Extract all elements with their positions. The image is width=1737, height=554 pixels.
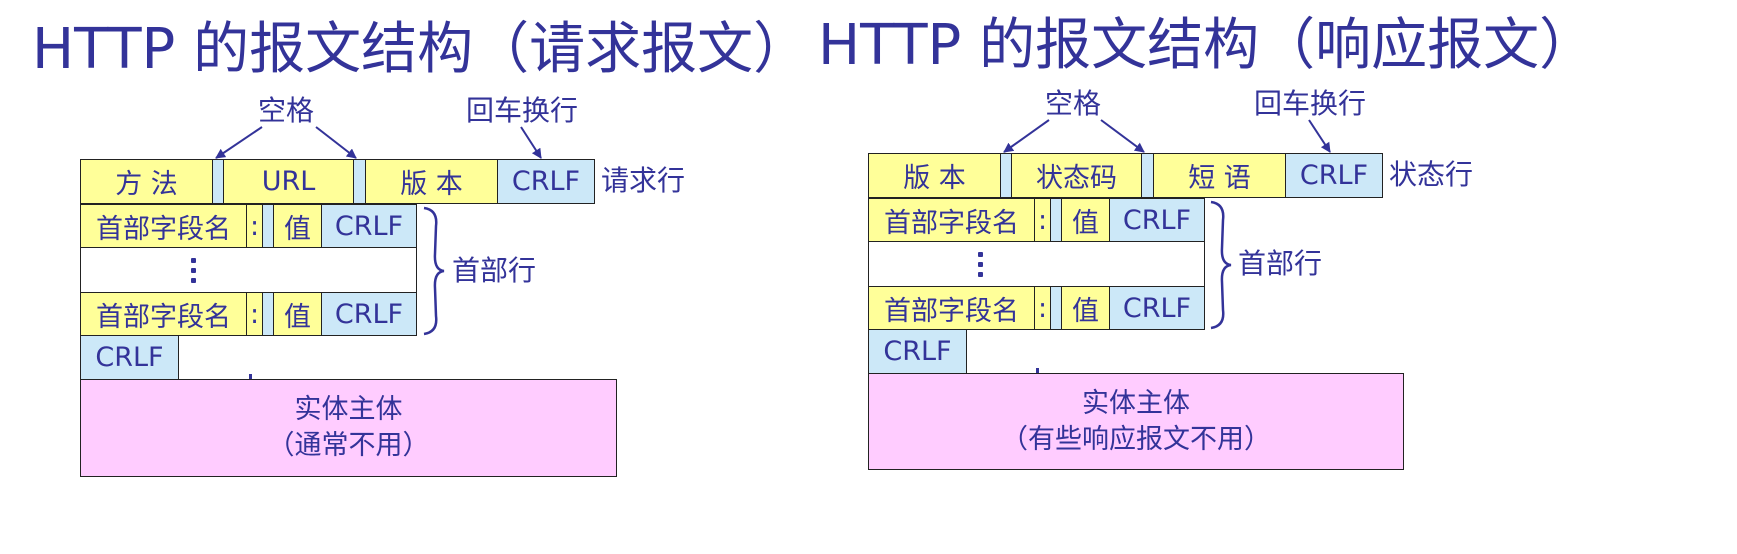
url-field: URL (223, 159, 354, 204)
request-panel: HTTP 的报文结构（请求报文） 空格 回车换行 方 法 URL 版 本 CRL… (32, 17, 810, 477)
header-value-field: 值 (273, 292, 322, 336)
entity-body: 实体主体 （通常不用） (80, 379, 617, 477)
phrase-field: 短 语 (1153, 153, 1286, 198)
header-colon: : (246, 204, 263, 248)
header-ellipsis-row (80, 247, 417, 293)
header-name-field: 首部字段名 (80, 292, 247, 336)
start-line-crlf: CRLF (497, 159, 595, 204)
header-value-field: 值 (1061, 286, 1110, 330)
request-line-label: 请求行 (601, 164, 686, 197)
header-value-field: 值 (273, 204, 322, 248)
header-colon: : (1034, 198, 1051, 242)
blank-marker (249, 374, 252, 379)
version-field: 版 本 (365, 159, 498, 204)
header-colon: : (1034, 286, 1051, 330)
crlf-arrow (520, 126, 542, 159)
blank-marker (1036, 368, 1039, 373)
crlf-note-label: 回车换行 (466, 94, 579, 127)
response-title: HTTP 的报文结构（响应报文） (818, 13, 1596, 78)
start-line-crlf: CRLF (1285, 153, 1383, 198)
method-field: 方 法 (80, 159, 213, 204)
header-brace (423, 206, 445, 336)
crlf-note-label: 回车换行 (1254, 87, 1367, 120)
header-name-field: 首部字段名 (868, 198, 1035, 242)
header-colon: : (246, 292, 263, 336)
space-label: 空格 (1045, 87, 1102, 120)
entity-body-note: （有些响应报文不用） (1001, 423, 1271, 455)
header-value-field: 值 (1061, 198, 1110, 242)
entity-body-title: 实体主体 (1082, 387, 1190, 419)
status-line-label: 状态行 (1389, 158, 1474, 191)
space-arrow-right (315, 126, 357, 159)
header-crlf: CRLF (321, 292, 417, 336)
header-brace (1210, 200, 1232, 330)
crlf-arrow (1308, 119, 1331, 153)
header-name-field: 首部字段名 (80, 204, 247, 248)
entity-body-title: 实体主体 (294, 394, 403, 425)
header-crlf: CRLF (1109, 286, 1205, 330)
entity-body-note: （通常不用） (267, 430, 430, 461)
header-lines-label: 首部行 (1238, 247, 1323, 280)
header-ellipsis-row (868, 241, 1205, 287)
space-arrow-left (215, 126, 263, 159)
header-name-field: 首部字段名 (868, 286, 1035, 330)
header-lines-label: 首部行 (452, 254, 537, 287)
space-arrow-right (1100, 119, 1145, 153)
header-crlf: CRLF (321, 204, 417, 248)
request-title: HTTP 的报文结构（请求报文） (32, 17, 810, 82)
space-label: 空格 (258, 94, 315, 127)
response-panel: HTTP 的报文结构（响应报文） 空格 回车换行 版 本 状态码 短 语 CRL… (787, 0, 1737, 554)
blank-line-crlf: CRLF (80, 335, 179, 380)
space-arrow-left (1003, 119, 1050, 153)
response-arrows (1003, 119, 1331, 330)
ellipsis-dots (977, 252, 983, 277)
request-arrows (215, 126, 542, 336)
status-code-field: 状态码 (1011, 153, 1142, 198)
blank-line-crlf: CRLF (868, 329, 967, 374)
header-crlf: CRLF (1109, 198, 1205, 242)
version-field: 版 本 (868, 153, 1001, 198)
entity-body: 实体主体 （有些响应报文不用） (868, 373, 1404, 470)
ellipsis-dots (190, 258, 196, 283)
